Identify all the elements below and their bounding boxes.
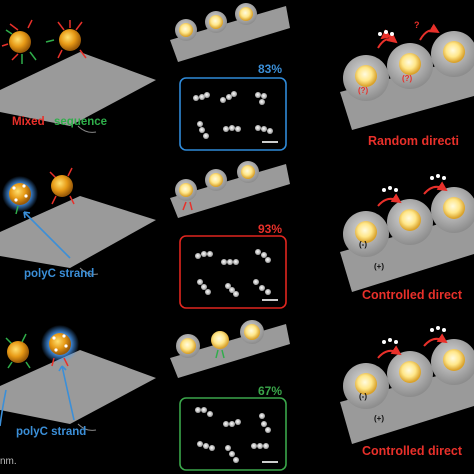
row1-direction: Random directi [368,134,459,148]
charge-arrow-icon [377,181,448,207]
row1-percent: 83% [258,62,283,76]
row1-sequence-label: sequence [54,116,108,128]
substrate-plane [340,214,474,292]
charge-arrow-icon [377,23,440,49]
substrate-plane [0,52,156,126]
row1-charge-2: (?) [402,74,413,83]
charge-arrow-icon [377,333,448,359]
row1-left-scheme [0,19,156,133]
row3-charge-plus: (+) [374,414,384,423]
polyc-coated-nanoparticle-icon [41,325,79,367]
row3-left-scheme [0,325,156,431]
row2-direction: Controlled direct [362,288,463,302]
substrate-plane [340,366,474,444]
row3-direction: Controlled direct [362,444,463,458]
row2-middle-scheme [170,161,290,218]
substrate-plane [0,350,156,424]
gold-nanoparticle-icon [5,333,31,369]
row2-percent: 93% [258,222,283,236]
row3-middle-scheme [170,320,290,378]
row2-charge-minus: (-) [359,240,367,249]
gold-nanoparticle-icon [45,20,87,59]
row1-charge-1: (?) [358,86,369,95]
row1-middle-scheme [170,3,290,62]
row1-charge-3: ? [414,20,420,30]
polyc-coated-nanoparticle-icon [2,176,38,215]
tem-panel-row3 [179,397,287,471]
row3-charge-minus: (-) [359,392,367,401]
row3-percent: 67% [258,384,283,398]
tem-panel-row1 [179,77,287,151]
substrate-plane [0,196,156,268]
row3-right-scheme [340,326,474,444]
row1-right-scheme [340,23,474,130]
row3-footnote: nm. [0,456,17,467]
gold-nanoparticle-icon [1,19,37,64]
gold-nanoparticle-icon [49,167,75,205]
substrate-plane [170,6,290,62]
row2-polyc-label: polyC strand [24,268,95,280]
substrate-plane [340,56,474,130]
substrate-plane [170,164,290,218]
row1-mixed-label: Mixed [12,116,45,128]
tem-panel-row2 [179,235,287,309]
row2-right-scheme [340,174,474,292]
row2-left-scheme [0,167,156,275]
row2-charge-plus: (+) [374,262,384,271]
row3-polyc-label: polyC strand [16,426,87,438]
